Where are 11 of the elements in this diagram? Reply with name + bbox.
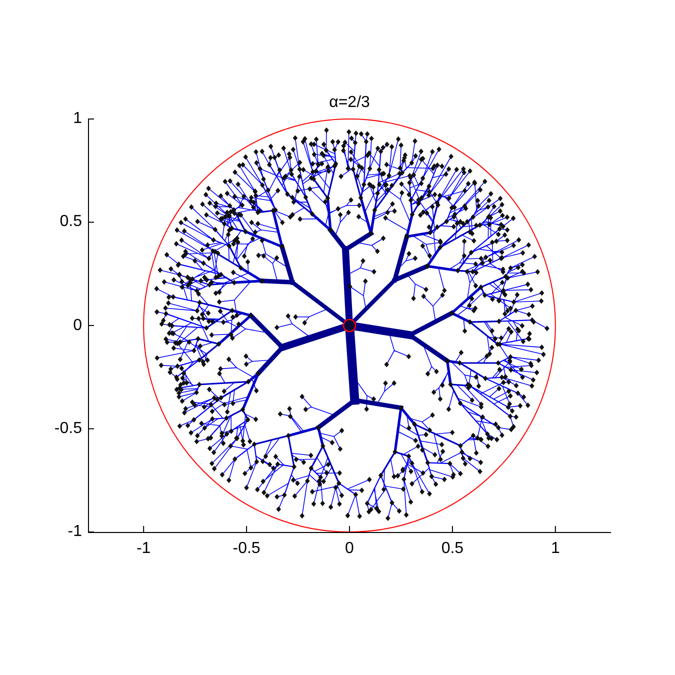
tick-label: -0.5 [54, 420, 82, 438]
tick-label: 1 [550, 540, 560, 558]
tick-label: -1 [136, 540, 151, 558]
tick-label: -1 [68, 523, 82, 541]
tick-label: 0 [345, 540, 354, 558]
tick-label: -0.5 [232, 540, 260, 558]
chart-title: α=2/3 [329, 93, 370, 113]
tick-label: 0.5 [60, 213, 82, 232]
tick-label: 1 [73, 110, 82, 128]
tick-label: 0 [73, 316, 82, 334]
tick-label: 0.5 [441, 540, 464, 558]
